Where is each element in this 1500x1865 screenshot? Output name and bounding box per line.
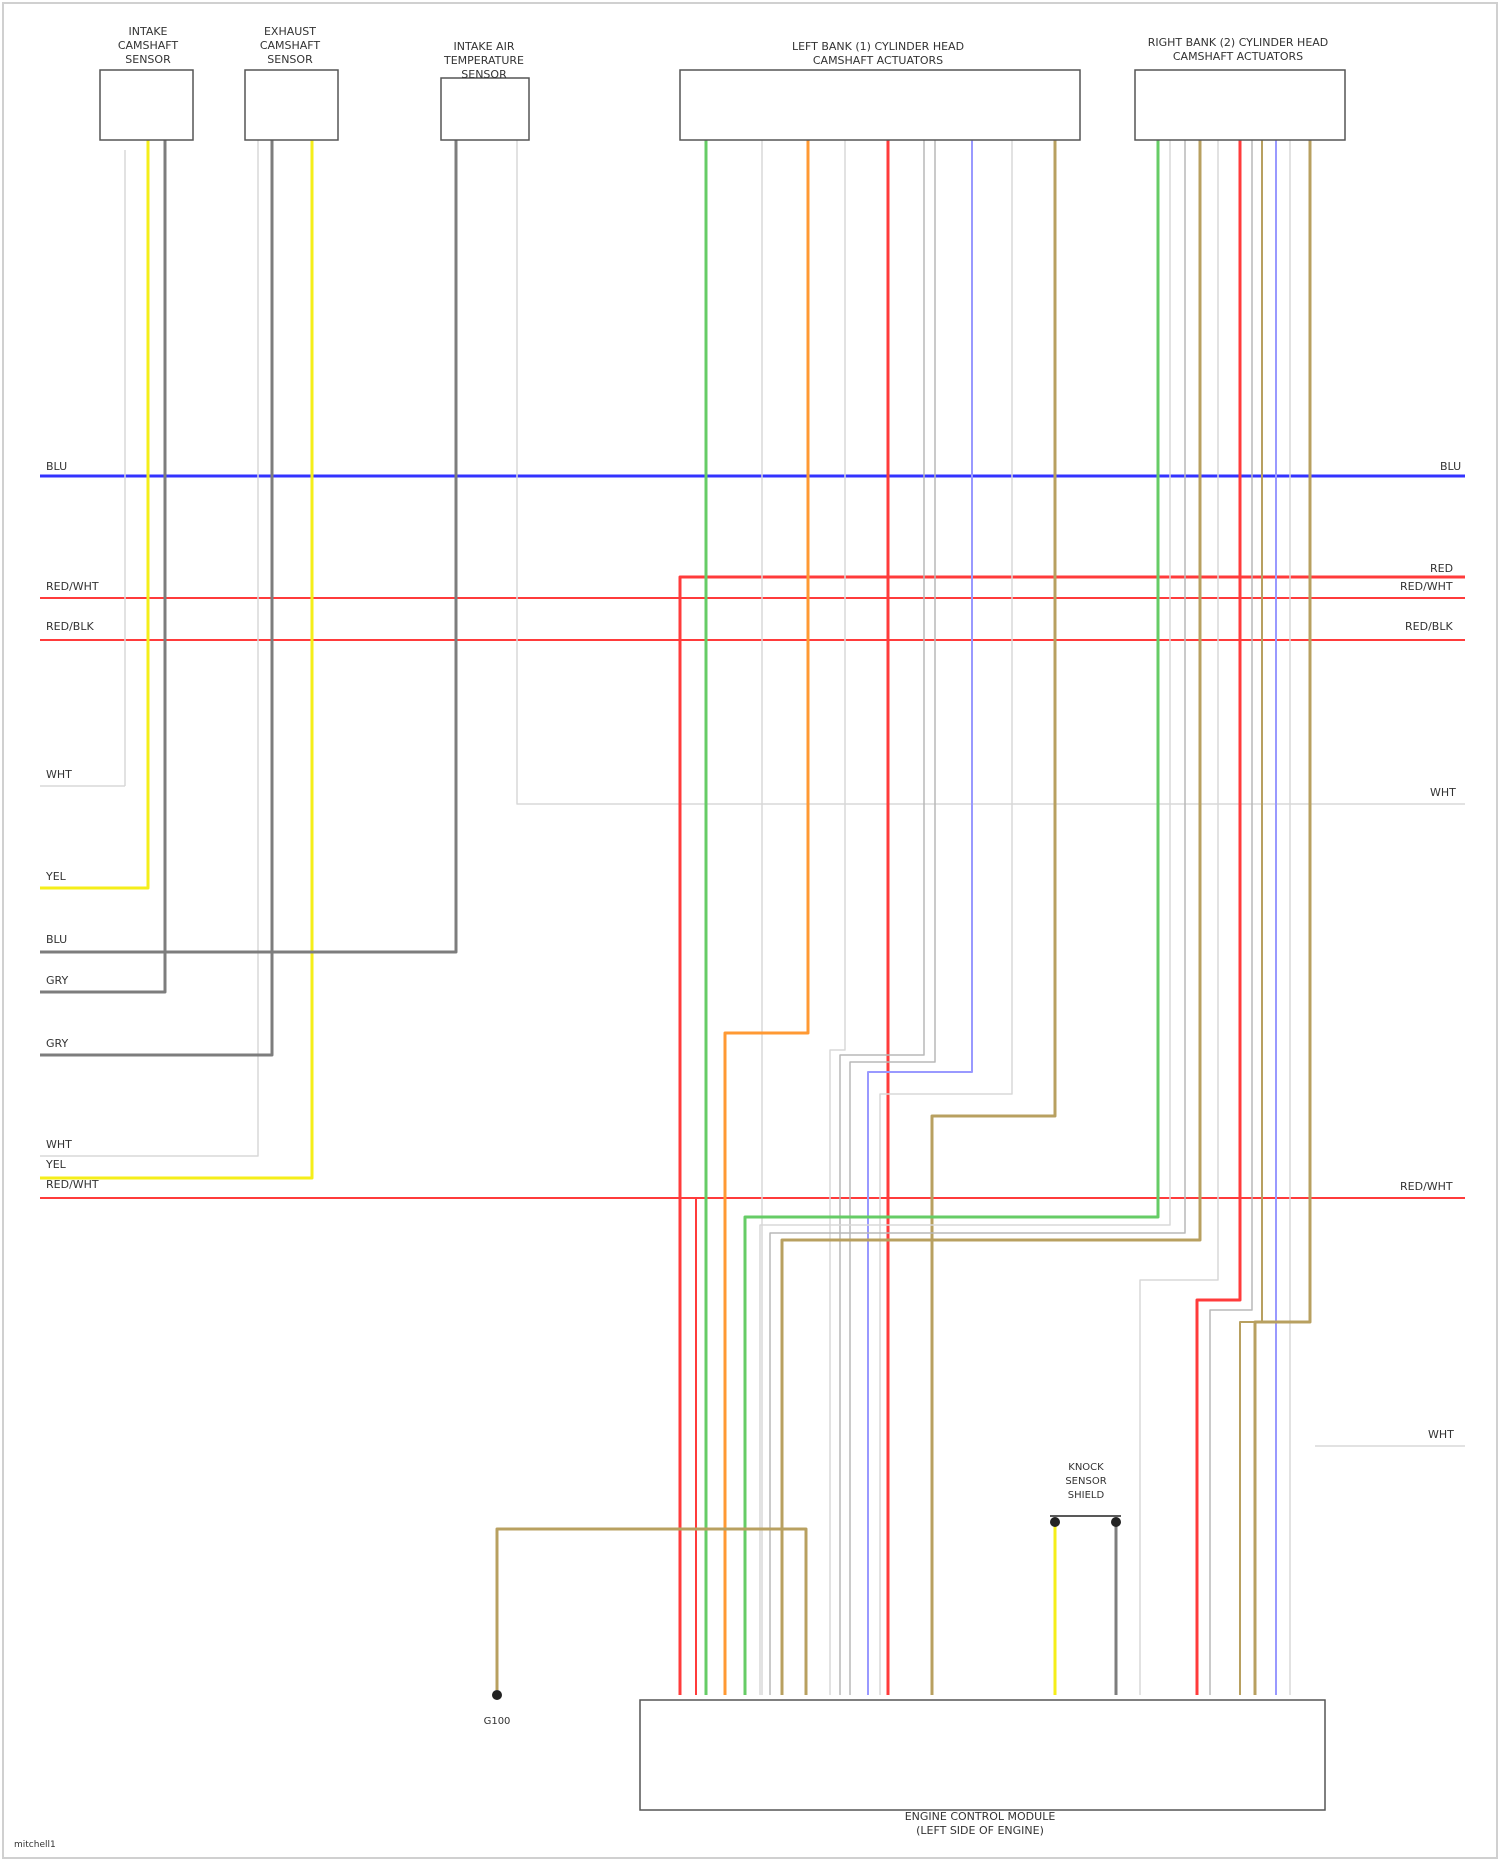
intake-air-temp-sensor-box xyxy=(441,78,529,140)
knock-title-2: SENSOR xyxy=(1065,1476,1106,1487)
sensor2-title-1: EXHAUST xyxy=(264,25,316,38)
intake-camshaft-sensor-box xyxy=(100,70,193,140)
knock-dot-2 xyxy=(1111,1517,1121,1527)
bus-label-red-right: RED xyxy=(1430,562,1453,575)
left-label-7: YEL xyxy=(45,1158,67,1171)
knock-dot-1 xyxy=(1050,1517,1060,1527)
sensor2-title-3: SENSOR xyxy=(267,53,313,66)
bank1-title-1: LEFT BANK (1) CYLINDER HEAD xyxy=(792,40,964,53)
pcm-title-1: ENGINE CONTROL MODULE xyxy=(905,1810,1056,1823)
bus-label-red-wht-right: RED/WHT xyxy=(1400,580,1453,593)
left-label-4: GRY xyxy=(46,974,68,987)
bank2-title-2: CAMSHAFT ACTUATORS xyxy=(1173,50,1303,63)
left-bank-actuators-box xyxy=(680,70,1080,140)
sensor1-title-2: CAMSHAFT xyxy=(118,39,179,52)
bus-label-red-blk-right: RED/BLK xyxy=(1405,620,1453,633)
sensor3-title-2: TEMPERATURE xyxy=(443,54,524,67)
ground-label: G100 xyxy=(484,1716,511,1727)
bus-label-red-blk: RED/BLK xyxy=(46,620,94,633)
knock-title-1: KNOCK xyxy=(1068,1462,1104,1473)
left-label-3: BLU xyxy=(46,933,67,946)
bus-label-blu-right: BLU xyxy=(1440,460,1461,473)
right-label-2: WHT xyxy=(1428,1428,1454,1441)
bus-label-red-wht: RED/WHT xyxy=(46,580,99,593)
sensor1-title-3: SENSOR xyxy=(125,53,171,66)
left-label-1: WHT xyxy=(46,768,72,781)
exhaust-camshaft-sensor-box xyxy=(245,70,338,140)
bus-label-red-wht-bottom: RED/WHT xyxy=(1400,1180,1453,1193)
right-bank-actuators-box xyxy=(1135,70,1345,140)
right-label-1: WHT xyxy=(1430,786,1456,799)
left-label-2: YEL xyxy=(45,870,67,883)
sensor3-title-1: INTAKE AIR xyxy=(454,40,515,53)
sensor2-title-2: CAMSHAFT xyxy=(260,39,321,52)
knock-title-3: SHIELD xyxy=(1068,1490,1105,1501)
pcm-title-2: (LEFT SIDE OF ENGINE) xyxy=(916,1824,1044,1837)
left-label-6: WHT xyxy=(46,1138,72,1151)
left-label-8: RED/WHT xyxy=(46,1178,99,1191)
sensor3-title-3: SENSOR xyxy=(461,68,507,81)
bank2-title-1: RIGHT BANK (2) CYLINDER HEAD xyxy=(1148,36,1329,49)
bank1-title-2: CAMSHAFT ACTUATORS xyxy=(813,54,943,67)
left-label-5: GRY xyxy=(46,1037,68,1050)
sensor1-title-1: INTAKE xyxy=(128,25,167,38)
ground-dot xyxy=(492,1690,502,1700)
bus-label-blu: BLU xyxy=(46,460,67,473)
engine-control-module-box xyxy=(640,1700,1325,1810)
footer-text: mitchell1 xyxy=(14,1840,56,1850)
